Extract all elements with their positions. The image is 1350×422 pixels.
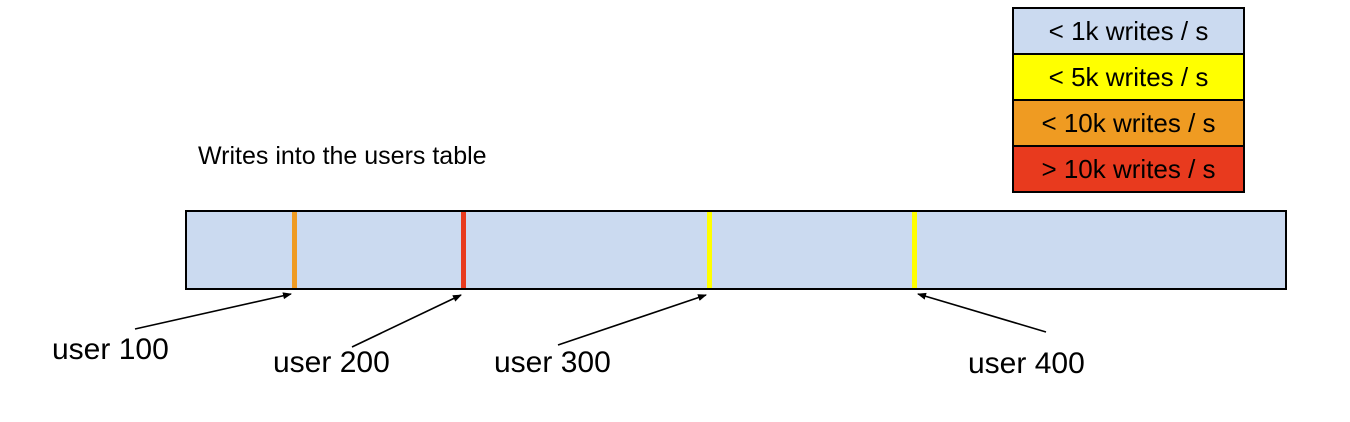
user-label-1: user 200 — [273, 346, 390, 379]
user-label-3: user 400 — [968, 347, 1085, 380]
legend-item-label: < 5k writes / s — [1048, 61, 1209, 92]
diagram-title: Writes into the users table — [198, 142, 487, 170]
legend-item-1: < 5k writes / s — [1014, 55, 1243, 101]
users-table-bar — [185, 210, 1287, 290]
arrow-to-user-1 — [351, 294, 462, 348]
legend-item-label: < 1k writes / s — [1048, 15, 1209, 46]
legend-item-label: < 10k writes / s — [1041, 107, 1216, 138]
arrow-to-user-3 — [917, 292, 1047, 333]
legend-item-2: < 10k writes / s — [1014, 101, 1243, 147]
legend: < 1k writes / s < 5k writes / s < 10k writ… — [1012, 7, 1245, 193]
write-hotspot-line-3 — [912, 212, 917, 288]
write-hotspot-line-0 — [292, 212, 297, 288]
write-hotspot-line-2 — [707, 212, 712, 288]
legend-item-3: > 10k writes / s — [1014, 147, 1243, 191]
write-hotspot-line-1 — [461, 212, 466, 288]
user-label-2: user 300 — [494, 346, 611, 379]
legend-item-0: < 1k writes / s — [1014, 9, 1243, 55]
user-label-0: user 100 — [52, 333, 169, 366]
arrow-to-user-2 — [557, 294, 707, 346]
legend-item-label: > 10k writes / s — [1041, 153, 1216, 184]
arrow-to-user-0 — [134, 292, 292, 330]
